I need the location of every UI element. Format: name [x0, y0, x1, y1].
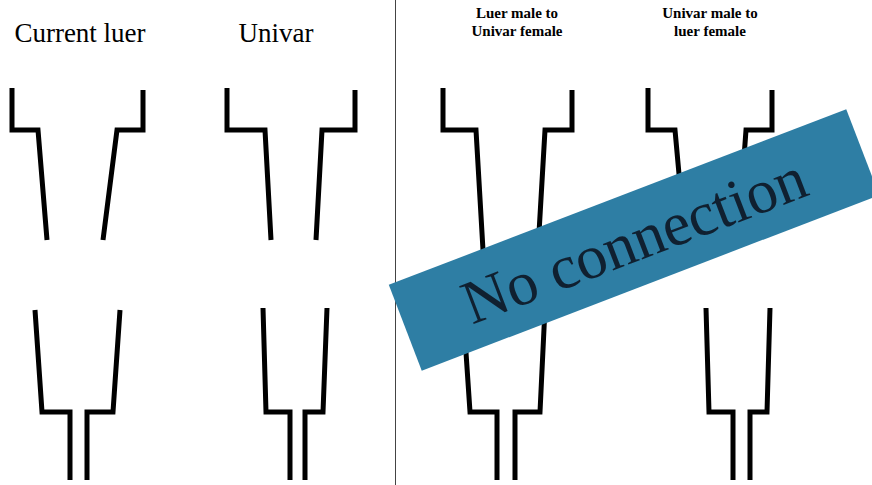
column-heading: Current luer: [0, 18, 165, 49]
univar-male-wall: [706, 308, 733, 480]
luer-female-wall: [103, 90, 143, 240]
column-heading: Univar male to luer female: [660, 4, 760, 40]
univar-male-wall: [750, 308, 770, 480]
univar-female-wall: [227, 88, 271, 240]
univar-male-wall: [263, 308, 290, 480]
luer-female-wall: [12, 88, 47, 240]
banner-stamp: No connection: [389, 109, 872, 370]
column-heading: Luer male to Univar female: [461, 4, 573, 40]
divider-line: [395, 0, 396, 485]
univar-male-wall: [305, 308, 327, 480]
univar-female-wall: [443, 88, 483, 250]
luer-male-wall: [87, 310, 120, 480]
univar-female-wall: [316, 90, 355, 240]
luer-male-wall: [515, 308, 545, 480]
luer-male-wall: [35, 310, 70, 480]
banner-text: No connection: [452, 142, 817, 338]
column-heading: Univar: [216, 18, 336, 49]
